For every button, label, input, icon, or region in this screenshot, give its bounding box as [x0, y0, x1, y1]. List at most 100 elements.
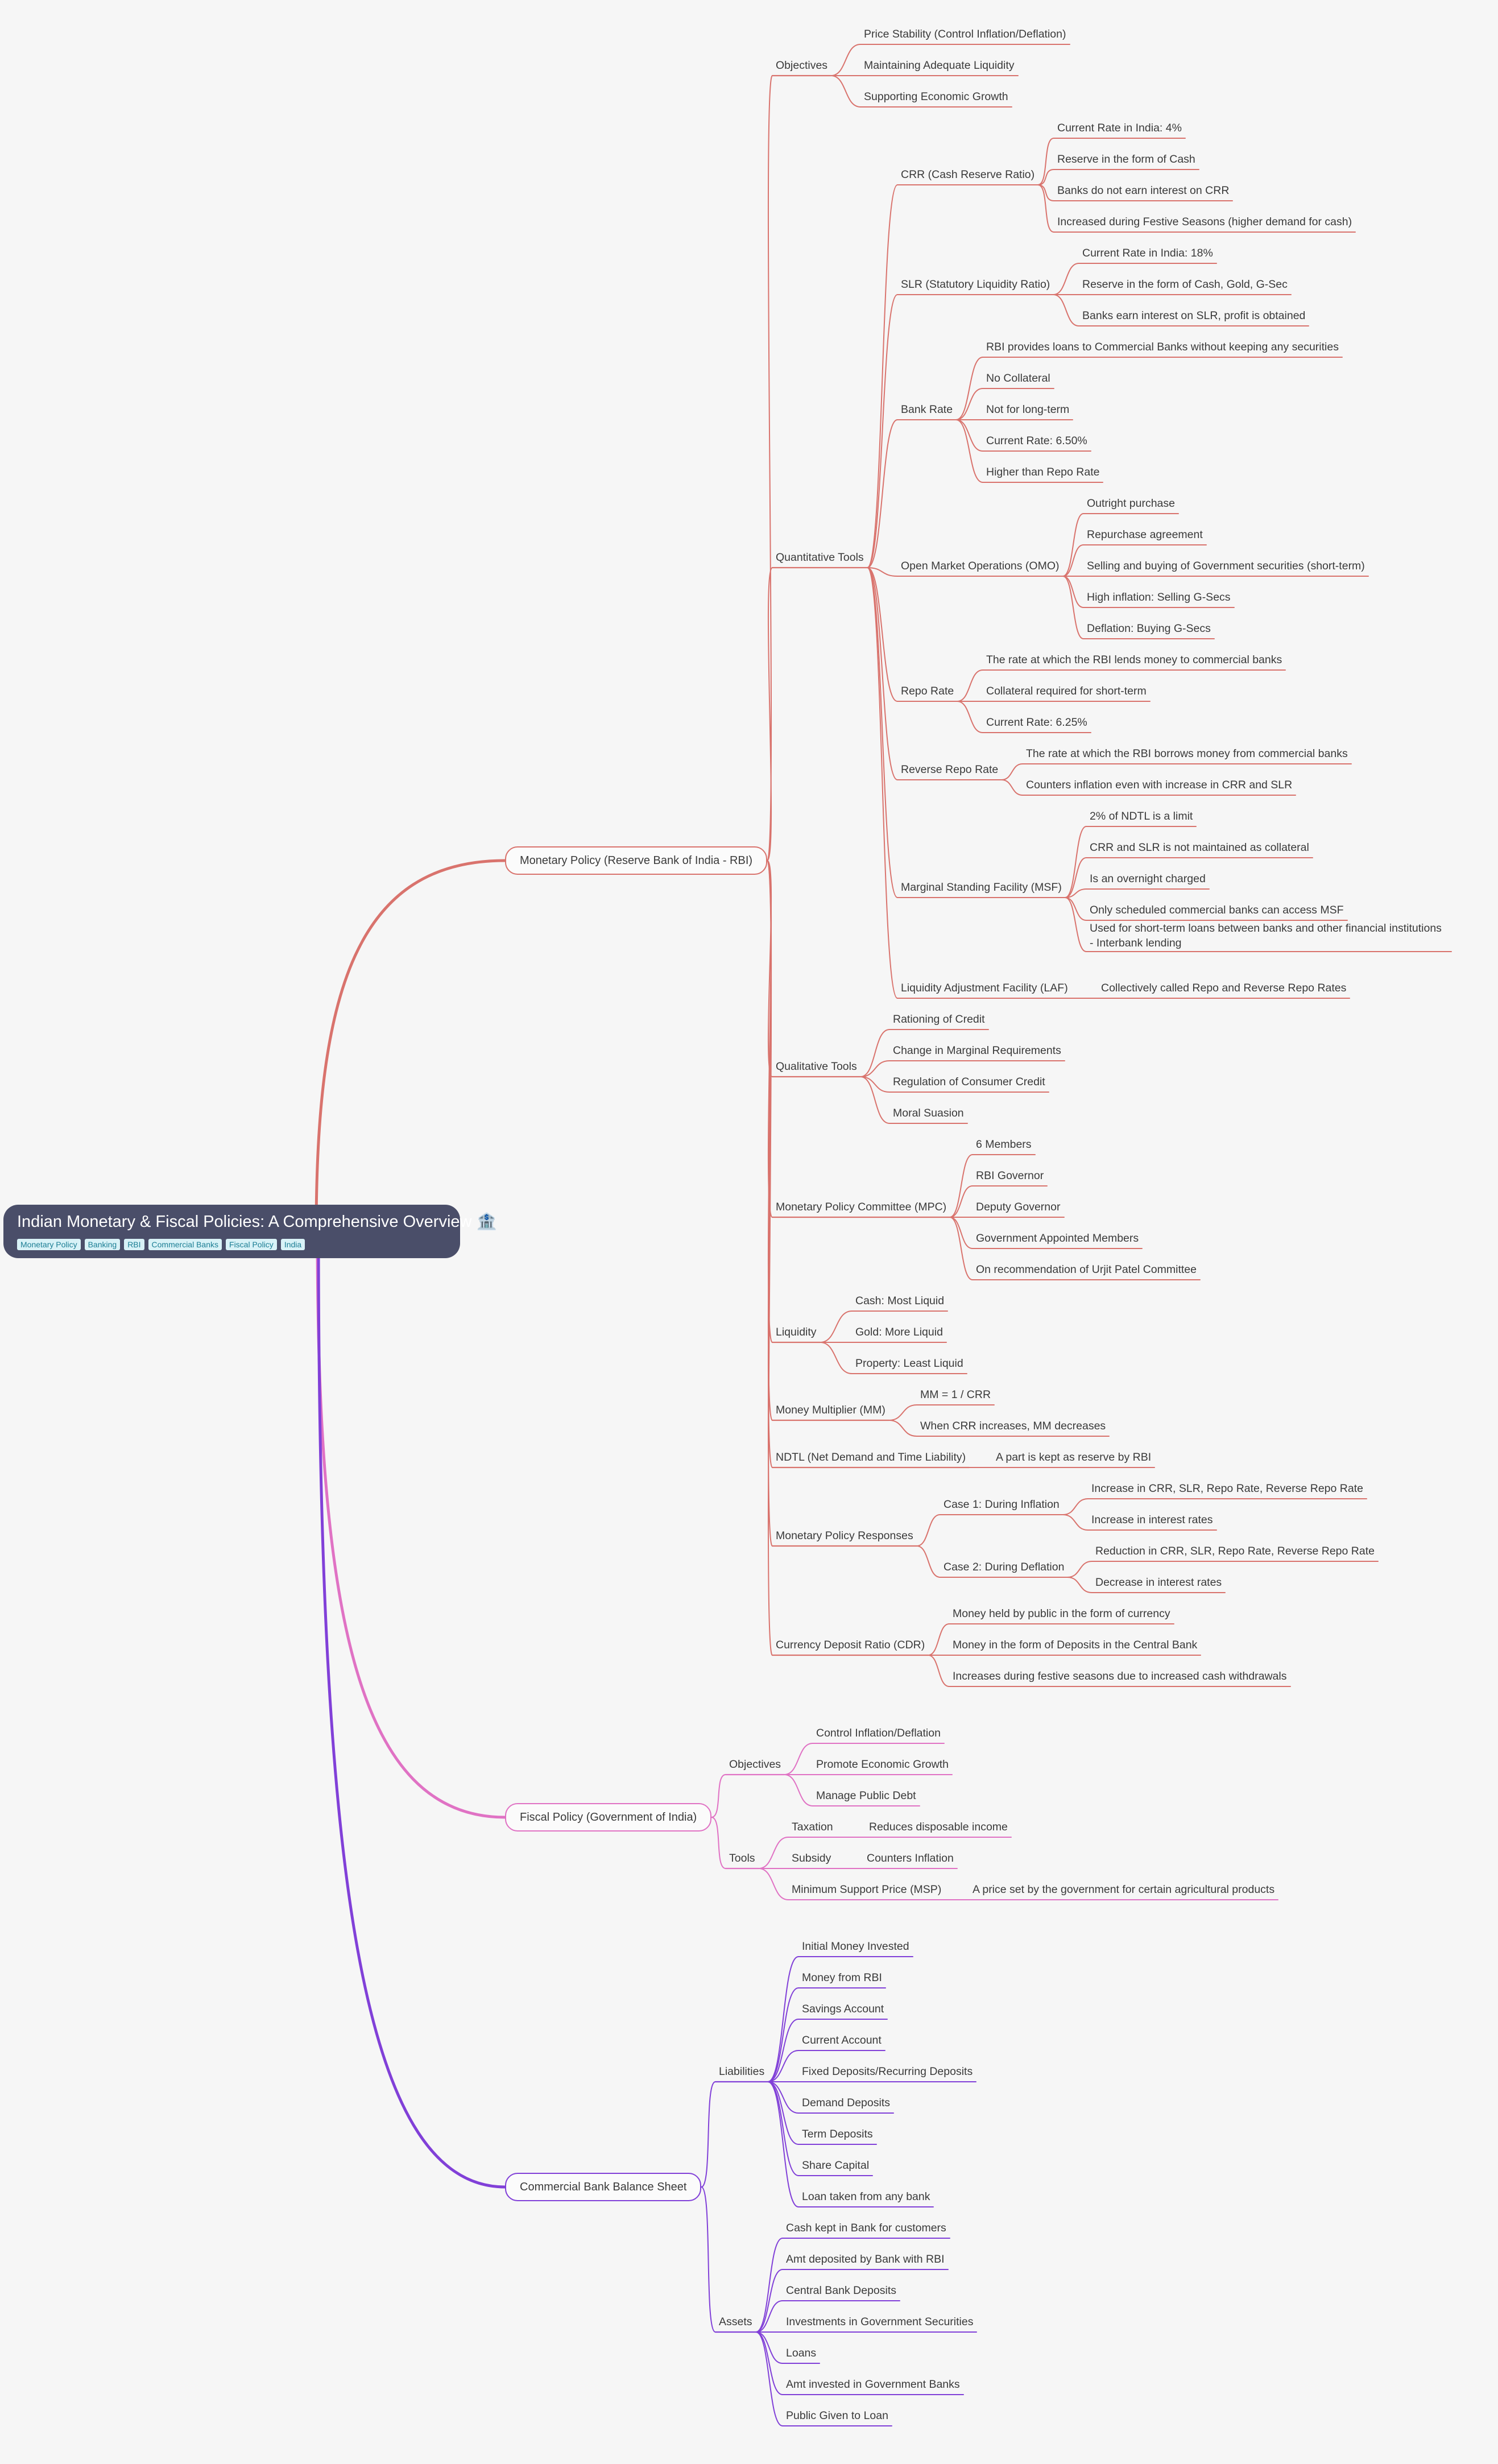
node-objectives[interactable]: Objectives: [776, 59, 828, 72]
node-share-capital[interactable]: Share Capital: [802, 2159, 870, 2172]
node-decrease-in-interest-rates[interactable]: Decrease in interest rates: [1095, 1576, 1222, 1589]
node-no-collateral[interactable]: No Collateral: [986, 372, 1050, 385]
node-ndtl-net-demand-and-time-liability[interactable]: NDTL (Net Demand and Time Liability): [776, 1451, 966, 1463]
tag-banking[interactable]: Banking: [84, 1239, 121, 1250]
node-deputy-governor[interactable]: Deputy Governor: [976, 1201, 1061, 1213]
node-liquidity-adjustment-facility-laf[interactable]: Liquidity Adjustment Facility (LAF): [901, 982, 1068, 994]
node-demand-deposits[interactable]: Demand Deposits: [802, 2097, 890, 2109]
node-repurchase-agreement[interactable]: Repurchase agreement: [1087, 528, 1203, 541]
node-current-rate-in-india-18[interactable]: Current Rate in India: 18%: [1082, 247, 1213, 259]
node-current-rate-6-25[interactable]: Current Rate: 6.25%: [986, 716, 1087, 729]
node-cash-kept-in-bank-for-customers[interactable]: Cash kept in Bank for customers: [786, 2222, 946, 2234]
node-supporting-economic-growth[interactable]: Supporting Economic Growth: [864, 90, 1008, 103]
node-the-rate-at-which-the-rbi-lends-money-to-commercia[interactable]: The rate at which the RBI lends money to…: [986, 654, 1282, 666]
node-a-part-is-kept-as-reserve-by-rbi[interactable]: A part is kept as reserve by RBI: [996, 1451, 1152, 1463]
node-bank-rate[interactable]: Bank Rate: [901, 403, 953, 416]
node-money-held-by-public-in-the-form-of-currency[interactable]: Money held by public in the form of curr…: [953, 1607, 1170, 1620]
node-used-for-short-term-loans-between-banks-and-other-[interactable]: Used for short-term loans between banks …: [1090, 922, 1442, 949]
node-loan-taken-from-any-bank[interactable]: Loan taken from any bank: [802, 2190, 930, 2203]
node-reduces-disposable-income[interactable]: Reduces disposable income: [869, 1821, 1008, 1833]
node-counters-inflation-even-with-increase-in-crr-and-s[interactable]: Counters inflation even with increase in…: [1026, 779, 1293, 791]
node-marginal-standing-facility-msf[interactable]: Marginal Standing Facility (MSF): [901, 881, 1062, 894]
node-current-account[interactable]: Current Account: [802, 2034, 882, 2047]
node-rbi-governor[interactable]: RBI Governor: [976, 1169, 1044, 1182]
node-money-from-rbi[interactable]: Money from RBI: [802, 1971, 882, 1984]
node-moral-suasion[interactable]: Moral Suasion: [893, 1107, 964, 1119]
node-money-multiplier-mm[interactable]: Money Multiplier (MM): [776, 1404, 885, 1416]
node-banks-earn-interest-on-slr-profit-is-obtained[interactable]: Banks earn interest on SLR, profit is ob…: [1082, 309, 1306, 322]
node-investments-in-government-securities[interactable]: Investments in Government Securities: [786, 2316, 974, 2328]
node-selling-and-buying-of-government-securities-short-[interactable]: Selling and buying of Government securit…: [1087, 560, 1365, 572]
node-case-1-during-inflation[interactable]: Case 1: During Inflation: [944, 1498, 1060, 1511]
node-rbi-provides-loans-to-commercial-banks-without-kee[interactable]: RBI provides loans to Commercial Banks w…: [986, 341, 1339, 353]
node-counters-inflation[interactable]: Counters Inflation: [867, 1852, 954, 1864]
node-collateral-required-for-short-term[interactable]: Collateral required for short-term: [986, 685, 1147, 697]
node-deflation-buying-g-secs[interactable]: Deflation: Buying G-Secs: [1087, 622, 1211, 635]
node-current-rate-in-india-4[interactable]: Current Rate in India: 4%: [1057, 122, 1182, 134]
node-subsidy[interactable]: Subsidy: [792, 1852, 831, 1864]
node-higher-than-repo-rate[interactable]: Higher than Repo Rate: [986, 466, 1100, 478]
node-increase-in-interest-rates[interactable]: Increase in interest rates: [1091, 1514, 1213, 1526]
node-cash-most-liquid[interactable]: Cash: Most Liquid: [855, 1295, 945, 1307]
node-repo-rate[interactable]: Repo Rate: [901, 685, 954, 697]
node-the-rate-at-which-the-rbi-borrows-money-from-comme[interactable]: The rate at which the RBI borrows money …: [1026, 747, 1348, 760]
node-liquidity[interactable]: Liquidity: [776, 1326, 817, 1338]
node-regulation-of-consumer-credit[interactable]: Regulation of Consumer Credit: [893, 1076, 1045, 1088]
node-a-price-set-by-the-government-for-certain-agricult[interactable]: A price set by the government for certai…: [973, 1883, 1275, 1896]
node-monetary-policy-responses[interactable]: Monetary Policy Responses: [776, 1529, 913, 1542]
node-objectives[interactable]: Objectives: [729, 1758, 781, 1771]
tag-commercial-banks[interactable]: Commercial Banks: [148, 1239, 222, 1250]
node-increased-during-festive-seasons-higher-demand-for[interactable]: Increased during Festive Seasons (higher…: [1057, 216, 1352, 228]
node-on-recommendation-of-urjit-patel-committee[interactable]: On recommendation of Urjit Patel Committ…: [976, 1263, 1197, 1276]
node-minimum-support-price-msp[interactable]: Minimum Support Price (MSP): [792, 1883, 942, 1896]
node-amt-invested-in-government-banks[interactable]: Amt invested in Government Banks: [786, 2378, 960, 2391]
node-open-market-operations-omo[interactable]: Open Market Operations (OMO): [901, 560, 1060, 572]
node-fixed-deposits-recurring-deposits[interactable]: Fixed Deposits/Recurring Deposits: [802, 2065, 973, 2078]
tag-rbi[interactable]: RBI: [124, 1239, 144, 1250]
node-only-scheduled-commercial-banks-can-access-msf[interactable]: Only scheduled commercial banks can acce…: [1090, 904, 1344, 916]
node-term-deposits[interactable]: Term Deposits: [802, 2128, 873, 2140]
node-when-crr-increases-mm-decreases[interactable]: When CRR increases, MM decreases: [920, 1420, 1106, 1432]
node-central-bank-deposits[interactable]: Central Bank Deposits: [786, 2284, 897, 2297]
node-change-in-marginal-requirements[interactable]: Change in Marginal Requirements: [893, 1044, 1061, 1057]
node-government-appointed-members[interactable]: Government Appointed Members: [976, 1232, 1139, 1245]
node-current-rate-6-50[interactable]: Current Rate: 6.50%: [986, 435, 1087, 447]
node-money-in-the-form-of-deposits-in-the-central-bank[interactable]: Money in the form of Deposits in the Cen…: [953, 1639, 1198, 1651]
node-crr-and-slr-is-not-maintained-as-collateral[interactable]: CRR and SLR is not maintained as collate…: [1090, 841, 1309, 854]
tag-fiscal-policy[interactable]: Fiscal Policy: [226, 1239, 277, 1250]
branch-monetary-policy-reserve-bank-of-india-rbi[interactable]: Monetary Policy (Reserve Bank of India -…: [505, 846, 768, 875]
tag-monetary-policy[interactable]: Monetary Policy: [17, 1239, 81, 1250]
node-maintaining-adequate-liquidity[interactable]: Maintaining Adequate Liquidity: [864, 59, 1015, 72]
node-qualitative-tools[interactable]: Qualitative Tools: [776, 1060, 857, 1073]
node-banks-do-not-earn-interest-on-crr[interactable]: Banks do not earn interest on CRR: [1057, 184, 1230, 197]
branch-fiscal-policy-government-of-india[interactable]: Fiscal Policy (Government of India): [505, 1803, 712, 1832]
node-slr-statutory-liquidity-ratio[interactable]: SLR (Statutory Liquidity Ratio): [901, 278, 1050, 291]
node-currency-deposit-ratio-cdr[interactable]: Currency Deposit Ratio (CDR): [776, 1639, 925, 1651]
node-price-stability-control-inflation-deflation[interactable]: Price Stability (Control Inflation/Defla…: [864, 28, 1066, 40]
node-reserve-in-the-form-of-cash[interactable]: Reserve in the form of Cash: [1057, 153, 1195, 166]
node-6-members[interactable]: 6 Members: [976, 1138, 1032, 1151]
node-crr-cash-reserve-ratio[interactable]: CRR (Cash Reserve Ratio): [901, 168, 1035, 181]
branch-commercial-bank-balance-sheet[interactable]: Commercial Bank Balance Sheet: [505, 2173, 702, 2201]
node-quantitative-tools[interactable]: Quantitative Tools: [776, 551, 864, 564]
node-public-given-to-loan[interactable]: Public Given to Loan: [786, 2409, 888, 2422]
node-mm-1-crr[interactable]: MM = 1 / CRR: [920, 1388, 991, 1401]
node-increases-during-festive-seasons-due-to-increased-[interactable]: Increases during festive seasons due to …: [953, 1670, 1287, 1682]
node-monetary-policy-committee-mpc[interactable]: Monetary Policy Committee (MPC): [776, 1201, 947, 1213]
node-reserve-in-the-form-of-cash-gold-g-sec[interactable]: Reserve in the form of Cash, Gold, G-Sec: [1082, 278, 1288, 291]
node-not-for-long-term[interactable]: Not for long-term: [986, 403, 1070, 416]
node-manage-public-debt[interactable]: Manage Public Debt: [816, 1789, 916, 1802]
node-gold-more-liquid[interactable]: Gold: More Liquid: [855, 1326, 943, 1338]
node-reverse-repo-rate[interactable]: Reverse Repo Rate: [901, 763, 999, 776]
node-initial-money-invested[interactable]: Initial Money Invested: [802, 1940, 909, 1953]
node-increase-in-crr-slr-repo-rate-reverse-repo-rate[interactable]: Increase in CRR, SLR, Repo Rate, Reverse…: [1091, 1482, 1363, 1495]
root-node[interactable]: Indian Monetary & Fiscal Policies: A Com…: [3, 1205, 497, 1258]
node-taxation[interactable]: Taxation: [792, 1821, 833, 1833]
node-2-of-ndtl-is-a-limit[interactable]: 2% of NDTL is a limit: [1090, 810, 1193, 822]
node-property-least-liquid[interactable]: Property: Least Liquid: [855, 1357, 963, 1370]
node-is-an-overnight-charged[interactable]: Is an overnight charged: [1090, 873, 1206, 885]
node-case-2-during-deflation[interactable]: Case 2: During Deflation: [944, 1561, 1065, 1573]
node-savings-account[interactable]: Savings Account: [802, 2003, 884, 2015]
node-loans[interactable]: Loans: [786, 2347, 817, 2359]
node-collectively-called-repo-and-reverse-repo-rates[interactable]: Collectively called Repo and Reverse Rep…: [1101, 982, 1347, 994]
